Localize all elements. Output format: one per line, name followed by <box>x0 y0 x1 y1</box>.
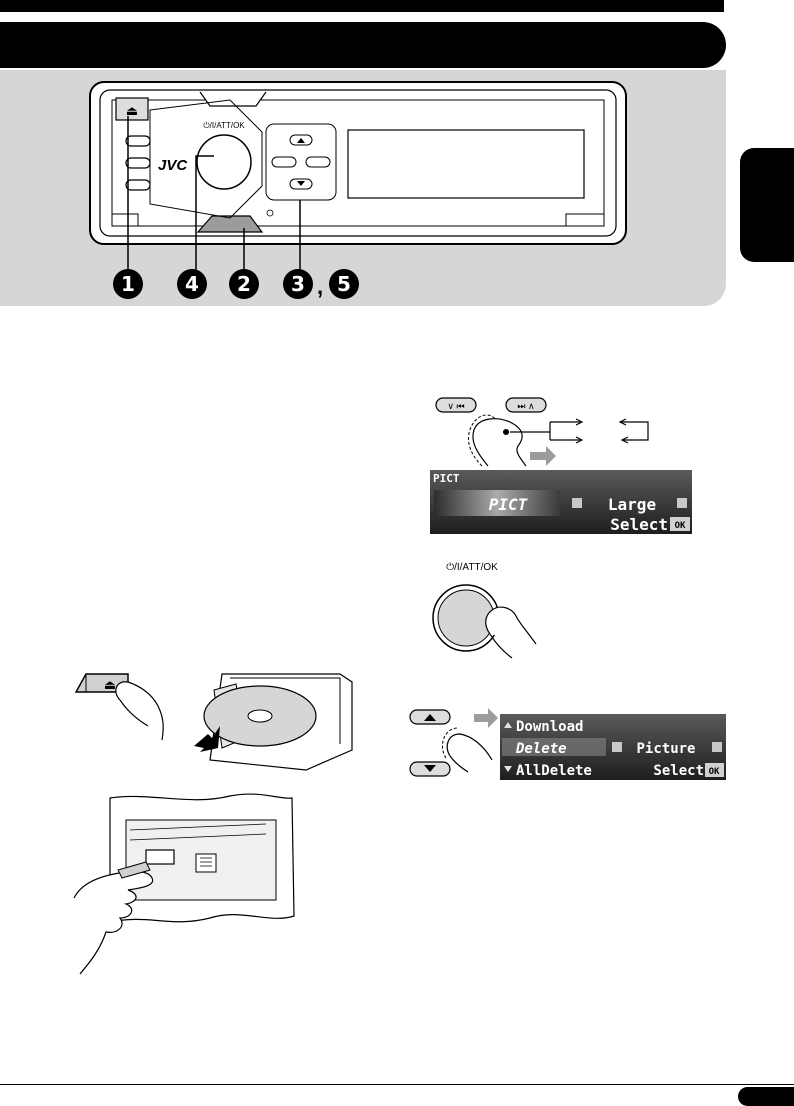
side-button-2[interactable] <box>125 157 151 169</box>
ok-badge: OK <box>709 767 720 777</box>
skip-back-key[interactable]: ∨ ⏮ <box>435 397 477 413</box>
side-button-3[interactable] <box>125 179 151 191</box>
up-arrow-icon <box>424 714 436 721</box>
control-dial[interactable] <box>196 134 252 190</box>
pict-main-label: PICT <box>489 495 529 514</box>
mode-tag: PICT <box>433 472 460 485</box>
step-select-illustration: ∨ ⏮ ⏭ ∧ <box>435 397 649 467</box>
skip-back-button[interactable] <box>271 156 297 168</box>
size-value: Large <box>608 495 656 514</box>
language-side-tab <box>740 148 794 262</box>
skip-forward-button[interactable] <box>305 156 331 168</box>
menu-target: Picture <box>636 741 695 757</box>
svg-text:2: 2 <box>237 272 251 296</box>
finger-icon <box>467 414 527 467</box>
menu-display: Download Delete AllDelete Picture Select… <box>500 714 726 780</box>
menu-item-alldelete: AllDelete <box>516 763 592 779</box>
eject-button[interactable]: ⏏ <box>74 673 129 693</box>
motion-arrow <box>474 708 498 728</box>
up-arrow-icon <box>297 138 305 143</box>
svg-text:3: 3 <box>291 272 305 296</box>
faceplate-diagram: ⏏ JVC ⏻/I/ATT/OK 1 4 2 3 , 5 <box>89 81 627 299</box>
finger-icon <box>442 727 493 773</box>
finger-icon <box>485 606 537 659</box>
section-title-bar <box>0 22 726 68</box>
eject-button[interactable]: ⏏ <box>115 97 149 121</box>
brand-logo: JVC <box>158 157 188 174</box>
header-rule <box>0 0 724 12</box>
skip-back-icon <box>612 742 622 752</box>
callout-4: 4 <box>177 269 207 299</box>
pict-display: PICT PICT Large Select OK <box>430 470 692 534</box>
svg-text:4: 4 <box>185 272 199 296</box>
side-button-1[interactable] <box>125 135 151 147</box>
card-slot <box>196 215 264 233</box>
callout-5: 5 <box>329 269 359 299</box>
step-eject-illustration: ⏏ <box>74 673 353 771</box>
motion-arrow <box>530 446 556 466</box>
menu-item-delete: Delete <box>515 741 567 757</box>
step-menu-buttons <box>409 708 498 777</box>
control-dial[interactable] <box>437 589 495 647</box>
skip-back-icon <box>572 498 582 508</box>
knob-label: ⏻/I/ATT/OK <box>203 121 245 130</box>
step-knob-illustration: ⏻/I/ATT/OK <box>432 562 537 659</box>
finger-icon <box>115 681 164 741</box>
display-window <box>347 129 585 199</box>
hand-icon <box>73 861 154 975</box>
ok-badge: OK <box>675 521 686 531</box>
eject-icon: ⏏ <box>104 677 116 692</box>
eject-icon: ⏏ <box>126 103 138 118</box>
step-card-illustration <box>73 793 295 975</box>
up-button[interactable] <box>409 709 451 725</box>
footer-rule <box>0 1084 794 1085</box>
skip-back-icon: ∨ ⏮ <box>447 401 464 411</box>
svg-text:1: 1 <box>121 272 135 296</box>
menu-action: Select <box>653 763 704 779</box>
skip-forward-icon <box>677 498 687 508</box>
up-arrow-icon <box>504 722 512 728</box>
card-slot <box>145 849 175 865</box>
skip-forward-key[interactable]: ⏭ ∧ <box>505 397 547 413</box>
down-arrow-icon <box>297 181 305 186</box>
menu-item-download: Download <box>516 719 583 735</box>
skip-forward-icon <box>712 742 722 752</box>
down-button[interactable] <box>409 761 451 777</box>
insert-arrow <box>194 726 220 752</box>
callout-1: 1 <box>113 269 143 299</box>
knob-label: ⏻/I/ATT/OK <box>446 562 498 573</box>
callout-separator: , <box>317 274 323 299</box>
action-label: Select <box>610 515 668 534</box>
down-arrow-icon <box>424 765 436 772</box>
down-arrow-icon <box>504 766 512 772</box>
page-number-tab <box>738 1087 794 1106</box>
skip-forward-icon: ⏭ ∧ <box>517 401 534 411</box>
callout-3: 3 <box>283 269 313 299</box>
svg-text:5: 5 <box>337 272 351 296</box>
callout-2: 2 <box>229 269 259 299</box>
